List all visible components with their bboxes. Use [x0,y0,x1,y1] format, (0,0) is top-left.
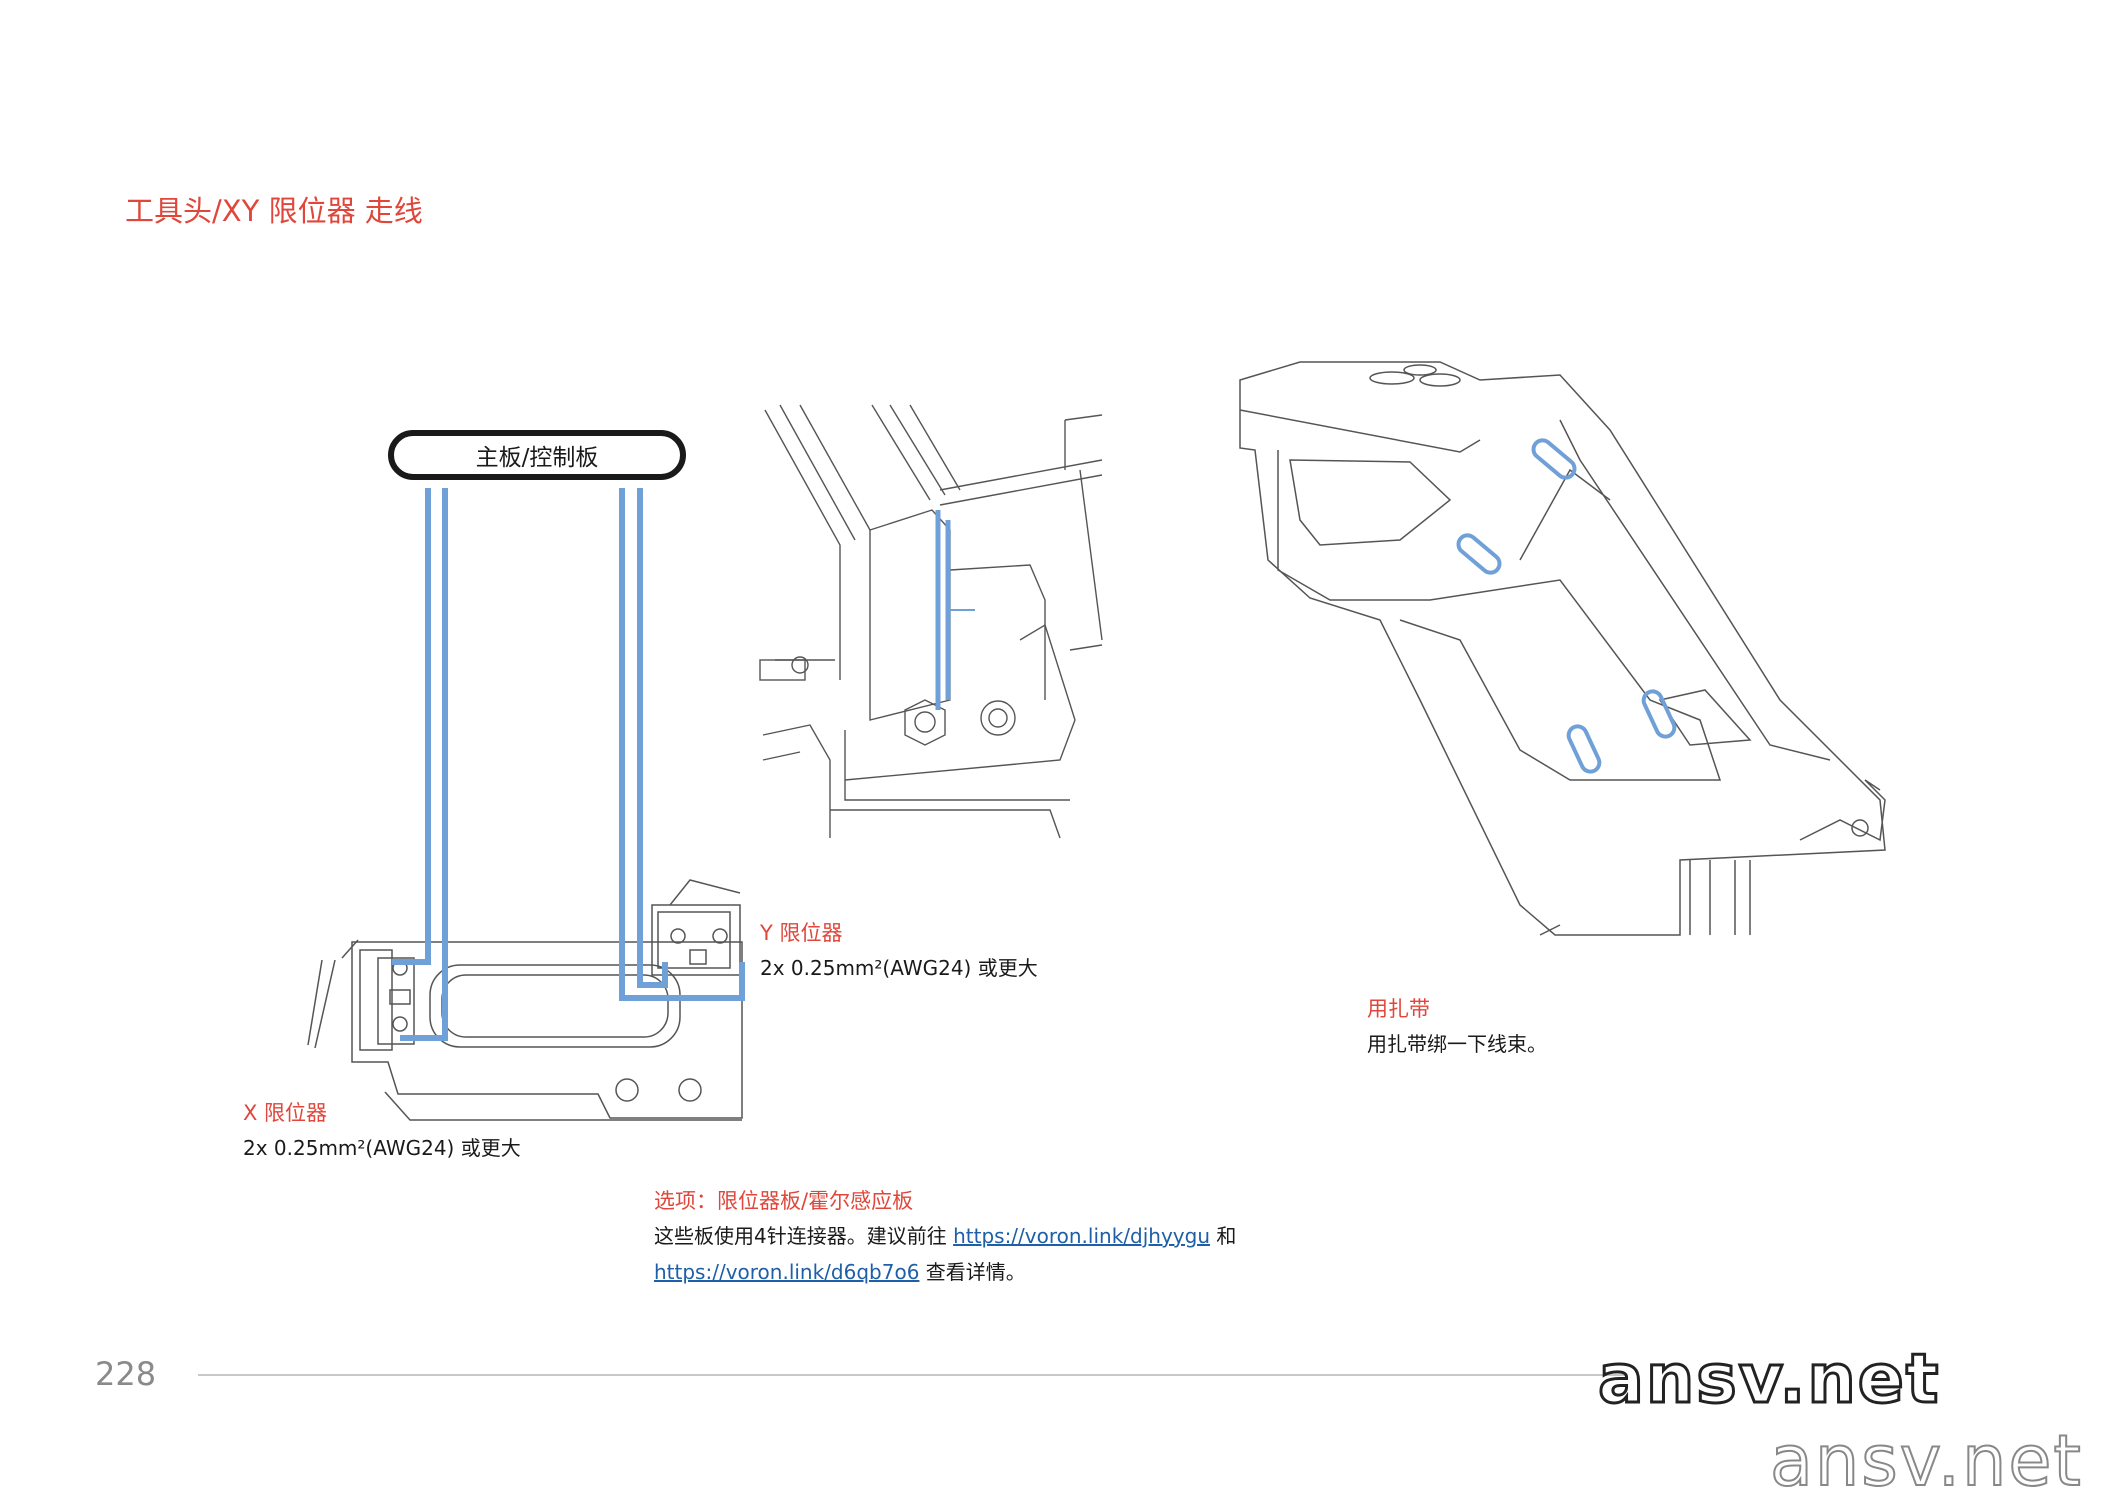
zip-tie-slots [1456,438,1677,774]
page-number: 228 [95,1355,157,1393]
toolhead-wire [935,510,951,710]
page-title: 工具头/XY 限位器 走线 [125,194,423,228]
toolhead-drawing [759,404,1103,839]
x-endstop-title: X 限位器 [243,1101,328,1125]
optional-line-2: https://voron.link/d6qb7o6 查看详情。 [654,1256,1026,1285]
x-wire-1 [392,488,431,965]
chain-bracket-drawing [1239,361,1886,936]
y-endstop-title: Y 限位器 [760,921,843,945]
optional-line-1-prefix: 这些板使用4针连接器。建议前往 [654,1224,954,1248]
zip-tie-title: 用扎带 [1367,997,1430,1021]
wire-harness [392,488,745,1041]
y-endstop-spec: 2x 0.25mm²(AWG24) 或更大 [760,956,1038,980]
optional-line-1-suffix: 和 [1210,1224,1237,1248]
link-djhyygu[interactable]: https://voron.link/djhyygu [953,1224,1210,1248]
y-wire-2 [637,488,668,988]
y-wire-1 [619,488,745,1001]
watermark-1: ansv.net [1596,1339,1941,1421]
link-d6qb7o6[interactable]: https://voron.link/d6qb7o6 [654,1260,920,1284]
optional-line-1: 这些板使用4针连接器。建议前往 https://voron.link/djhyy… [654,1220,1236,1249]
zip-tie-text: 用扎带绑一下线束。 [1367,1032,1547,1056]
x-wire-2 [400,488,448,1041]
watermark-2: ansv.net [1769,1419,2083,1502]
mainboard-label: 主板/控制板 [475,445,599,471]
optional-line-2-suffix: 查看详情。 [919,1260,1026,1284]
mainboard-box: 主板/控制板 [388,430,686,480]
x-endstop-spec: 2x 0.25mm²(AWG24) 或更大 [243,1136,521,1160]
optional-title: 选项：限位器板/霍尔感应板 [654,1189,914,1213]
footer-rule [198,1374,1638,1376]
